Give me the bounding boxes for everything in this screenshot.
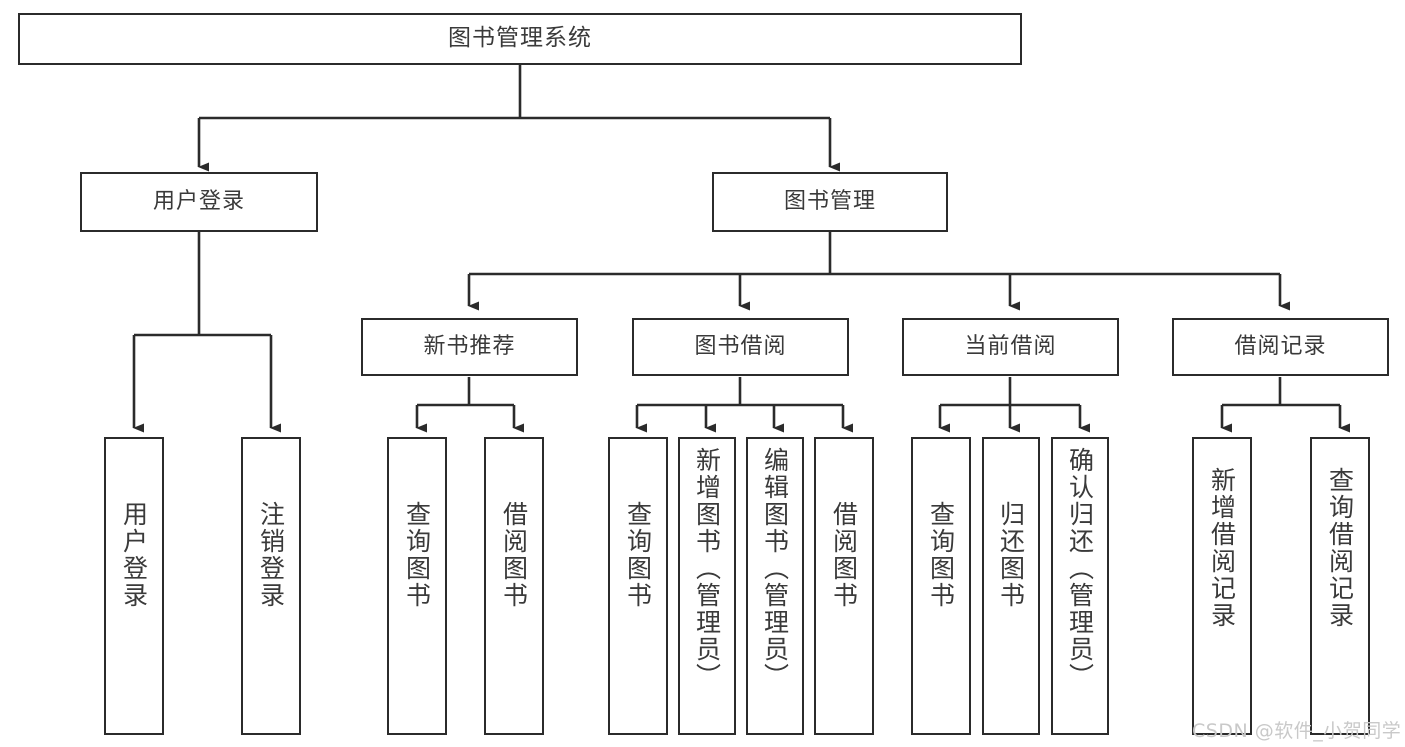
node-new-book-rec-label: 新书推荐 xyxy=(423,334,516,360)
node-book-manage[interactable]: 图书管理 xyxy=(712,172,948,232)
node-leaf-add-book[interactable]: 新增图书（管理员） xyxy=(678,437,736,735)
node-leaf-user-login[interactable]: 用户登录 xyxy=(104,437,164,735)
node-borrow-record[interactable]: 借阅记录 xyxy=(1172,318,1389,376)
node-leaf-query-book-3[interactable]: 查询图书 xyxy=(911,437,971,735)
node-root[interactable]: 图书管理系统 xyxy=(18,13,1022,65)
node-leaf-query-book-2-label: 查询图书 xyxy=(623,501,653,609)
node-leaf-query-record[interactable]: 查询借阅记录 xyxy=(1310,437,1370,735)
node-leaf-add-record-label: 新增借阅记录 xyxy=(1207,467,1237,629)
node-leaf-return-book[interactable]: 归还图书 xyxy=(982,437,1040,735)
node-leaf-query-book-2[interactable]: 查询图书 xyxy=(608,437,668,735)
node-leaf-confirm-return-label: 确认归还（管理员） xyxy=(1065,447,1095,690)
node-leaf-user-login-label: 用户登录 xyxy=(119,501,149,609)
node-leaf-logout-label: 注销登录 xyxy=(256,501,286,609)
node-new-book-rec[interactable]: 新书推荐 xyxy=(361,318,578,376)
node-leaf-borrow-book-1-label: 借阅图书 xyxy=(499,501,529,609)
node-current-borrow[interactable]: 当前借阅 xyxy=(902,318,1119,376)
node-leaf-logout[interactable]: 注销登录 xyxy=(241,437,301,735)
node-leaf-borrow-book-2[interactable]: 借阅图书 xyxy=(814,437,874,735)
node-book-manage-label: 图书管理 xyxy=(783,189,876,215)
node-book-borrow[interactable]: 图书借阅 xyxy=(632,318,849,376)
node-book-borrow-label: 图书借阅 xyxy=(694,334,787,360)
node-leaf-add-book-label: 新增图书（管理员） xyxy=(692,447,722,690)
node-leaf-edit-book-label: 编辑图书（管理员） xyxy=(760,447,790,690)
node-leaf-query-record-label: 查询借阅记录 xyxy=(1325,467,1355,629)
node-current-borrow-label: 当前借阅 xyxy=(964,334,1057,360)
watermark-text: CSDN @软件_小贺同学 xyxy=(1192,720,1402,742)
node-leaf-return-book-label: 归还图书 xyxy=(996,501,1026,609)
node-borrow-record-label: 借阅记录 xyxy=(1234,334,1327,360)
node-user-login[interactable]: 用户登录 xyxy=(80,172,318,232)
node-user-login-label: 用户登录 xyxy=(152,189,245,215)
node-leaf-confirm-return[interactable]: 确认归还（管理员） xyxy=(1051,437,1109,735)
node-leaf-add-record[interactable]: 新增借阅记录 xyxy=(1192,437,1252,735)
node-leaf-edit-book[interactable]: 编辑图书（管理员） xyxy=(746,437,804,735)
node-leaf-query-book-1[interactable]: 查询图书 xyxy=(387,437,447,735)
node-leaf-borrow-book-1[interactable]: 借阅图书 xyxy=(484,437,544,735)
node-leaf-borrow-book-2-label: 借阅图书 xyxy=(829,501,859,609)
node-leaf-query-book-3-label: 查询图书 xyxy=(926,501,956,609)
node-root-label: 图书管理系统 xyxy=(448,25,592,52)
node-leaf-query-book-1-label: 查询图书 xyxy=(402,501,432,609)
